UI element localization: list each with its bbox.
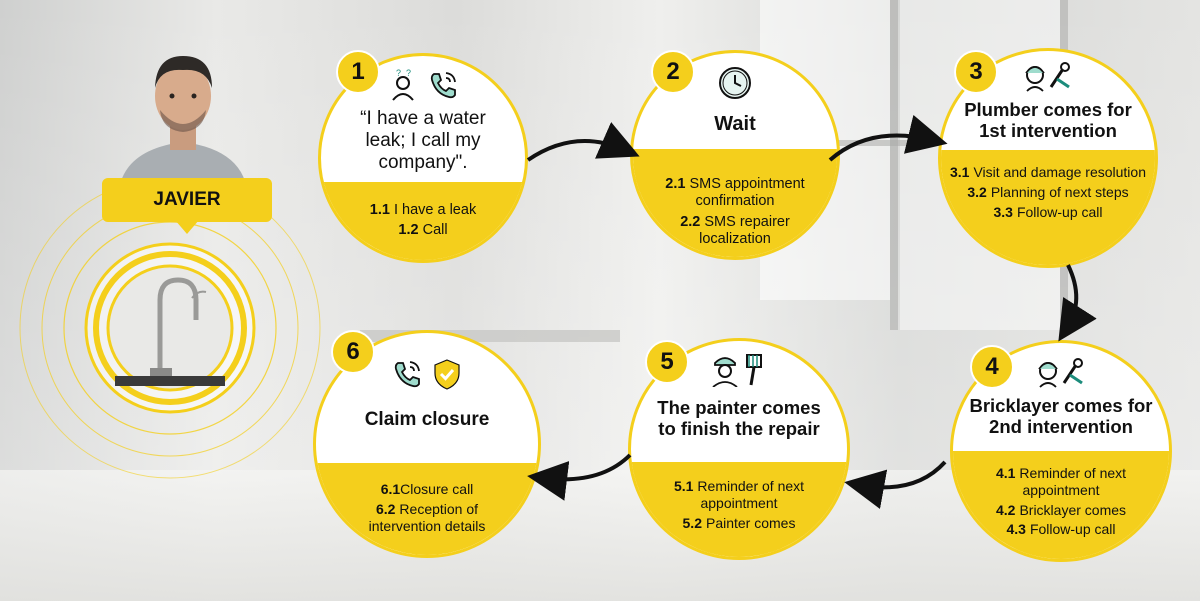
step-6-item: 6.1Closure call <box>344 481 510 498</box>
item-text: Closure call <box>400 481 474 497</box>
item-text: Bricklayer comes <box>1019 501 1127 518</box>
step-5-title: The painter comes to finish the repair <box>657 397 821 440</box>
step-1-number-badge: 1 <box>336 50 380 94</box>
item-number: 3.1 <box>950 164 970 180</box>
item-number: 2.1 <box>665 176 686 192</box>
item-number: 4.3 <box>1006 521 1026 538</box>
step-5-icons <box>631 351 847 387</box>
item-number: 4.2 <box>995 501 1016 518</box>
phone-call-icon <box>430 72 456 99</box>
step-3-icons <box>941 59 1155 93</box>
background-window-frame <box>890 0 898 330</box>
svg-text:?: ? <box>406 68 411 78</box>
step-1-details-band <box>321 182 525 260</box>
step-5-details-band <box>631 462 847 557</box>
step-2-details-band <box>633 149 837 257</box>
item-number: 1.1 <box>369 202 390 218</box>
step-4-details-band <box>953 451 1169 559</box>
item-number: 1.2 <box>398 222 419 239</box>
item-number: 6.1 <box>380 481 401 497</box>
item-text: I have a leak <box>393 202 477 218</box>
item-text: Visit and damage resolution <box>973 164 1146 180</box>
step-1-icons: ? ? <box>321 68 525 102</box>
step-4-circle: Bricklayer comes for 2nd intervention 4.… <box>950 340 1172 562</box>
clock-icon <box>719 67 751 99</box>
item-number: 6.2 <box>375 500 396 517</box>
step-6-title: Claim closure <box>364 409 490 430</box>
javier-avatar <box>118 56 248 198</box>
worker-tools-icon <box>1025 62 1070 92</box>
step-2-number-badge: 2 <box>651 50 695 94</box>
step-6-details-band <box>316 463 538 555</box>
step-6-number-badge: 6 <box>331 330 375 374</box>
step-2-title: Wait <box>714 113 756 135</box>
item-text: Reception of intervention details <box>368 500 486 534</box>
svg-text:?: ? <box>396 68 401 78</box>
item-number: 2.2 <box>680 213 701 230</box>
item-text: Follow-up call <box>1029 521 1116 538</box>
item-text: Painter comes <box>705 514 796 531</box>
persona-name-tag: JAVIER <box>102 178 272 222</box>
item-text: Reminder of next appointment <box>1019 465 1127 498</box>
item-text: Call <box>422 222 448 239</box>
step-5-number-badge: 5 <box>645 340 689 384</box>
item-text: SMS appointment confirmation <box>689 176 805 210</box>
item-number: 4.1 <box>995 465 1016 481</box>
item-text: Planning of next steps <box>990 183 1129 200</box>
step-4-icons <box>953 355 1169 389</box>
step-1-title: “I have a water leak; I call my company"… <box>360 108 486 173</box>
step-4-title: Bricklayer comes for 2nd intervention <box>969 395 1153 438</box>
person-question-icon: ? ? <box>392 68 414 101</box>
step-3-title: Plumber comes for 1st intervention <box>964 99 1132 142</box>
faucet-rings-illustration <box>19 190 321 479</box>
item-number: 3.3 <box>993 203 1013 220</box>
item-text: SMS repairer localization <box>699 213 790 248</box>
shield-check-icon <box>434 359 460 390</box>
step-2-icons <box>633 65 837 101</box>
item-number: 3.2 <box>967 183 987 200</box>
worker-tools-icon <box>1038 358 1083 388</box>
item-number: 5.1 <box>673 478 694 494</box>
item-text: Reminder of next appointment <box>697 478 805 511</box>
item-number: 5.2 <box>682 514 702 531</box>
step-3-number-badge: 3 <box>954 50 998 94</box>
phone-call-icon <box>394 361 420 388</box>
arrow-1-to-2 <box>526 122 640 162</box>
arrow-3-to-4 <box>1058 264 1097 342</box>
item-text: Follow-up call <box>1016 203 1103 220</box>
step-6-icons <box>316 357 538 391</box>
step-3-details-band <box>941 150 1155 265</box>
persona-tag-pointer <box>175 220 199 234</box>
painter-brush-icon <box>712 354 762 387</box>
step-4-number-badge: 4 <box>970 345 1014 389</box>
